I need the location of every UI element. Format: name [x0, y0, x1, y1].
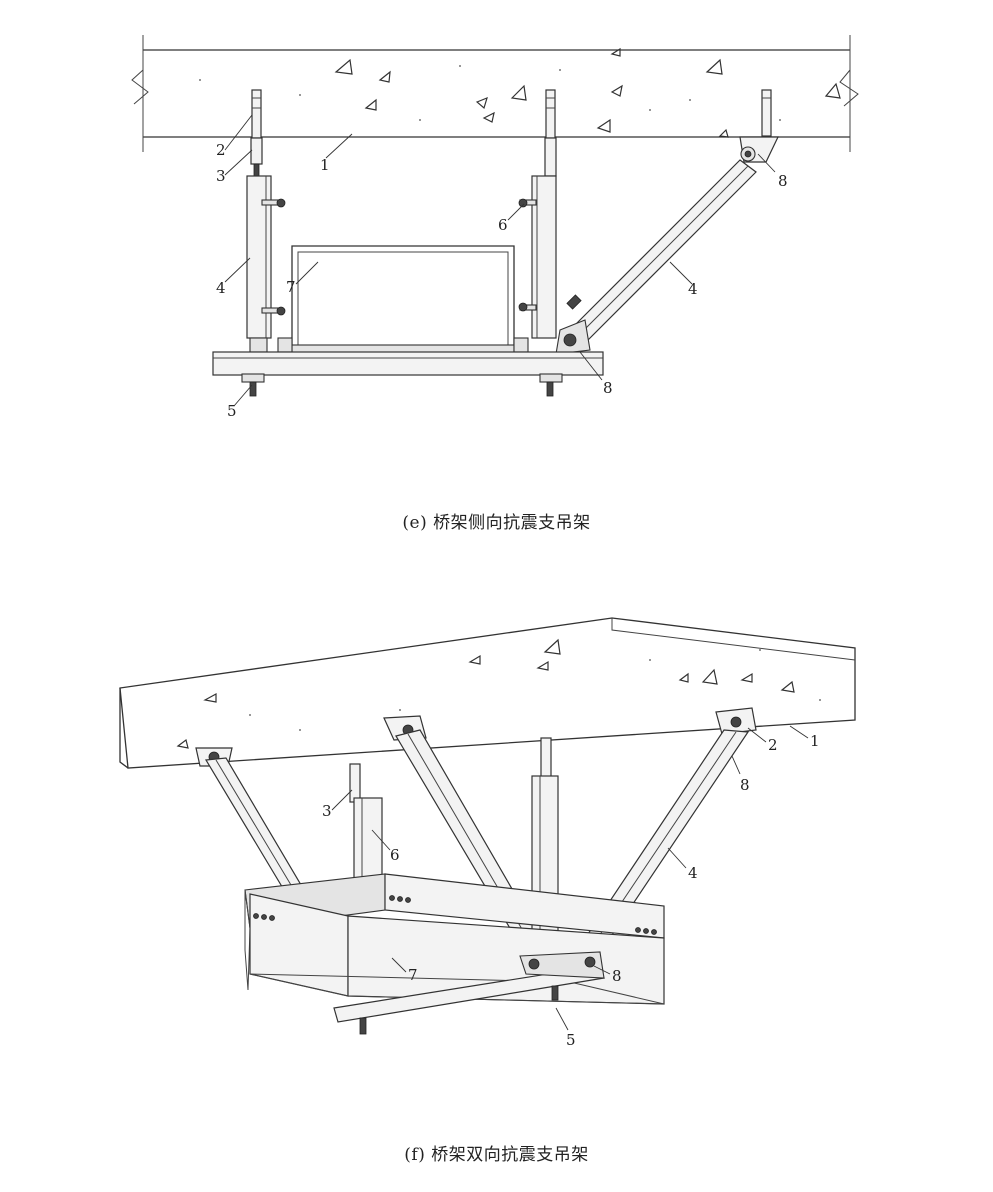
label-7: 7 — [408, 966, 418, 984]
label-1: 1 — [320, 156, 330, 174]
label-5: 5 — [227, 402, 237, 420]
diagonal-brace — [555, 159, 757, 355]
figure-e: 1 2 3 4 5 6 7 4 8 8 (e) 桥架侧向抗震支吊架 — [0, 0, 993, 560]
label-3: 3 — [216, 167, 226, 185]
label-4-left: 4 — [216, 279, 226, 297]
channel-base — [212, 351, 604, 397]
figure-f-caption: (f) 桥架双向抗震支吊架 — [404, 1145, 589, 1165]
label-2: 2 — [216, 141, 226, 159]
right-anchor-bracket — [739, 89, 779, 163]
label-1: 1 — [810, 732, 820, 750]
label-2: 2 — [768, 736, 778, 754]
cable-tray-3d — [244, 873, 665, 1005]
label-5: 5 — [566, 1031, 576, 1049]
part-labels-f: 1 2 3 4 5 6 7 8 8 — [322, 732, 820, 1049]
left-hanger — [246, 89, 286, 353]
cable-tray — [277, 245, 529, 354]
concrete-slab-3d — [119, 617, 856, 769]
label-8-bottom: 8 — [603, 379, 613, 397]
label-4: 4 — [688, 864, 698, 882]
figure-f: 1 2 3 4 5 6 7 8 8 (f) 桥架双向抗震支吊架 — [0, 590, 993, 1190]
label-8-right: 8 — [740, 776, 750, 794]
figure-f-drawing: 1 2 3 4 5 6 7 8 8 — [119, 617, 856, 1049]
part-labels-e: 1 2 3 4 5 6 7 4 8 8 — [216, 141, 788, 420]
concrete-slab — [131, 35, 859, 152]
label-6: 6 — [498, 216, 508, 234]
label-4-right: 4 — [688, 280, 698, 298]
label-6: 6 — [390, 846, 400, 864]
leader-lines-f — [331, 725, 809, 1031]
label-3: 3 — [322, 802, 332, 820]
channel-base-3d — [333, 951, 605, 1035]
left-brace-3d — [195, 747, 306, 891]
leader-lines — [224, 114, 776, 407]
figure-e-caption: (e) 桥架侧向抗震支吊架 — [402, 513, 591, 533]
label-8-center: 8 — [612, 967, 622, 985]
label-7: 7 — [286, 278, 296, 296]
label-8-top: 8 — [778, 172, 788, 190]
figure-e-drawing: 1 2 3 4 5 6 7 4 8 8 — [131, 35, 859, 420]
middle-hanger — [518, 89, 557, 339]
